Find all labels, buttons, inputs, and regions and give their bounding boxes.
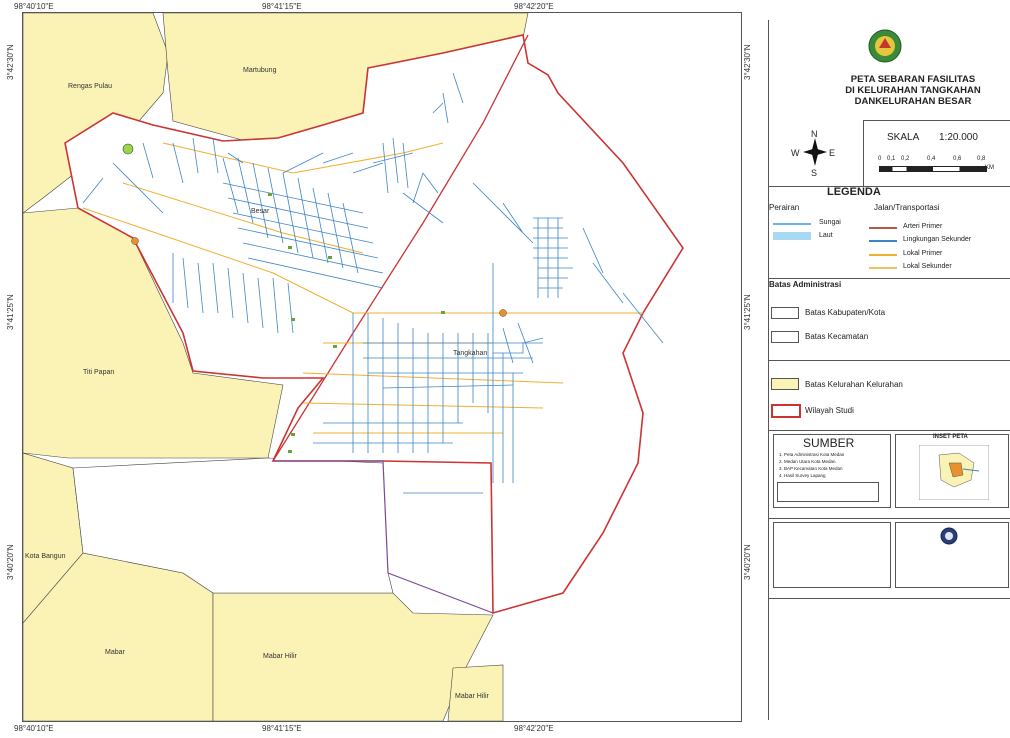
place-tangkahan: Tangkahan: [453, 350, 488, 357]
legend-batas-kec: Batas Kecamatan: [805, 332, 869, 341]
legend-lokal-primer: Lokal Primer: [903, 250, 943, 257]
legend-title: LEGENDA: [827, 186, 881, 198]
compass-n: N: [811, 129, 818, 139]
place-mabar-hilir-2: Mabar Hilir: [455, 693, 489, 700]
compass-w: W: [791, 148, 800, 158]
area-mabar-hilir: [212, 592, 494, 721]
legend-sungai: Sungai: [819, 219, 841, 226]
legend-batas-kec-symbol: [771, 331, 799, 343]
legend-lokal-primer-symbol: [869, 254, 897, 256]
coord-bottom-2: 98°41'15"E: [262, 724, 302, 733]
facility-marker-orange-1: [131, 237, 139, 245]
coord-left-1: 3°42'30"N: [6, 44, 15, 80]
legend-arteri: Arteri Primer: [903, 223, 943, 230]
scale-tick-1: 0,1: [887, 156, 896, 162]
coord-right-2: 3°41'25"N: [743, 294, 752, 330]
place-mabar: Mabar: [105, 649, 125, 656]
coord-top-2: 98°41'15"E: [262, 2, 302, 11]
legend-perairan: Perairan: [769, 203, 800, 212]
sumber-item-1: 1. Peta Administrasi Kota Medan: [779, 452, 845, 457]
map-title-2: DI KELURAHAN TANGKAHAN: [845, 85, 981, 96]
compass-e: E: [829, 148, 836, 158]
scale-tick-0: 0: [878, 156, 882, 162]
sumber-item-2: 2. Medan Utara Kota Medan: [779, 459, 836, 464]
legend-lingkungan: Lingkungan Sekunder: [903, 236, 972, 243]
author-box: [773, 522, 891, 588]
inset-title: INSET PETA: [933, 434, 968, 440]
place-besar: Besar: [251, 208, 270, 215]
map-title-1: PETA SEBARAN FASILITAS: [850, 74, 976, 85]
sumber-item-3: 3. BAP Kecamatan Kota Medan: [779, 466, 843, 471]
legend-lingkungan-symbol: [869, 240, 897, 242]
coord-left-2: 3°41'25"N: [6, 294, 15, 330]
sumber-title: SUMBER: [803, 436, 855, 450]
scale-bar: [879, 166, 987, 172]
scale-tick-5: 0,8: [977, 156, 986, 162]
facility-marker-orange-2: [499, 309, 507, 317]
sumber-table: [777, 482, 879, 502]
emblem-logo: [868, 29, 902, 63]
coord-bottom-3: 98°42'20"E: [514, 724, 554, 733]
facility-marker-green: [122, 143, 134, 155]
sumber-item-4: 4. Hasil Survey Lapang: [779, 473, 826, 478]
legend-laut: Laut: [819, 232, 833, 239]
place-mabar-hilir-1: Mabar Hilir: [263, 653, 297, 660]
scale-label: SKALA: [887, 132, 920, 143]
study-area-outline: [64, 34, 684, 615]
scale-tick-3: 0,4: [927, 156, 936, 162]
legend-wilayah-studi: Wilayah Studi: [805, 406, 854, 415]
facility-flags: [268, 193, 445, 453]
scale-tick-2: 0,2: [901, 156, 910, 162]
place-titi-papan: Titi Papan: [83, 369, 115, 376]
legend-batas-kel-symbol: [771, 378, 799, 390]
legend-batas-kab: Batas Kabupaten/Kota: [805, 308, 886, 317]
coord-top-1: 98°40'10"E: [14, 2, 54, 11]
place-rengas-pulau: Rengas Pulau: [68, 83, 112, 90]
scale-tick-4: 0,6: [953, 156, 962, 162]
map-title-3: DANKELURAHAN BESAR: [854, 96, 972, 107]
coord-right-3: 3°40'20"N: [743, 544, 752, 580]
legend-batas-admin: Batas Administrasi: [769, 280, 842, 289]
institution-logo: [940, 527, 958, 545]
legend-arteri-symbol: [869, 227, 897, 229]
coord-right-1: 3°42'30"N: [743, 44, 752, 80]
area-mabar-hilir-2: [447, 664, 504, 721]
coord-top-3: 98°42'20"E: [514, 2, 554, 11]
legend-batas-kab-symbol: [771, 307, 799, 319]
place-martubung: Martubung: [243, 67, 277, 74]
legend-jalan: Jalan/Transportasi: [874, 203, 940, 212]
compass-s: S: [811, 168, 818, 178]
coord-bottom-1: 98°40'10"E: [14, 724, 54, 733]
coord-left-3: 3°40'20"N: [6, 544, 15, 580]
scale-value: 1:20.000: [939, 132, 978, 143]
scale-unit: KM: [985, 165, 994, 171]
legend-sungai-symbol: [773, 223, 811, 225]
north-arrow-icon: [803, 138, 827, 166]
legend-batas-kel: Batas Kelurahan Kelurahan: [805, 380, 903, 389]
legend-panel: PETA SEBARAN FASILITAS DI KELURAHAN TANG…: [768, 20, 1010, 720]
kelurahan-divider: [272, 34, 529, 462]
map-svg: [23, 13, 684, 721]
map-canvas[interactable]: Rengas Pulau Martubung Besar Tangkahan T…: [22, 12, 742, 722]
roads-local: [82, 142, 643, 434]
roads-lingkungan: [82, 72, 664, 494]
inset-map: [919, 445, 989, 500]
kecamatan-border: [273, 460, 494, 614]
legend-laut-symbol: [773, 232, 811, 240]
place-kota-bangun: Kota Bangun: [25, 553, 66, 560]
legend-wilayah-symbol: [771, 404, 801, 418]
legend-lokal-sekunder-symbol: [869, 267, 897, 269]
legend-lokal-sekunder: Lokal Sekunder: [903, 263, 952, 270]
